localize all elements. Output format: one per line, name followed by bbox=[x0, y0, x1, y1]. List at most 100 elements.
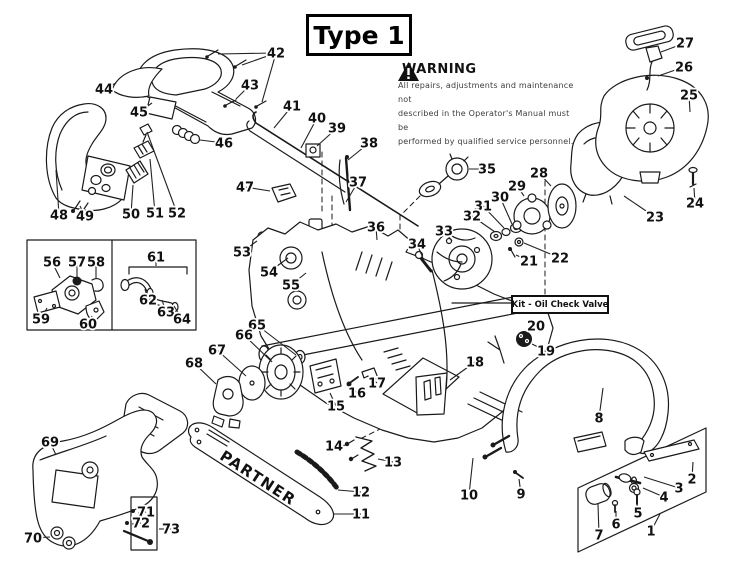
leader-line-55 bbox=[290, 272, 307, 286]
leader-line-41 bbox=[273, 105, 293, 129]
part-label-49: 49 bbox=[76, 210, 94, 225]
part-label-61: 61 bbox=[147, 251, 165, 266]
part-label-18: 18 bbox=[466, 356, 484, 371]
leader-line-48 bbox=[55, 169, 60, 216]
starter-assembly bbox=[595, 25, 709, 188]
part-label-1: 1 bbox=[646, 525, 655, 540]
leader-line-46 bbox=[199, 139, 225, 144]
part-label-53: 53 bbox=[233, 246, 251, 261]
part-label-60: 60 bbox=[79, 318, 97, 333]
leader-line-42 bbox=[261, 52, 277, 103]
leader-line-24 bbox=[693, 187, 696, 204]
leader-line-25 bbox=[688, 94, 691, 113]
part-label-62: 62 bbox=[139, 294, 157, 309]
part-label-59: 59 bbox=[32, 313, 50, 328]
part-label-22: 22 bbox=[551, 252, 569, 267]
part-label-15: 15 bbox=[327, 400, 345, 415]
part-label-56: 56 bbox=[43, 256, 61, 271]
handle-mount-parts bbox=[111, 67, 201, 145]
leader-line-69 bbox=[49, 441, 57, 456]
leader-line-13 bbox=[377, 458, 394, 463]
leader-line-68 bbox=[193, 362, 217, 385]
leader-line-66 bbox=[243, 334, 273, 363]
part-label-10: 10 bbox=[460, 489, 478, 504]
part-label-7: 7 bbox=[594, 529, 603, 544]
leader-line-26 bbox=[657, 66, 685, 77]
part-label-63: 63 bbox=[157, 306, 175, 321]
part-label-5: 5 bbox=[633, 507, 642, 522]
part-label-41: 41 bbox=[283, 100, 301, 115]
part-label-44: 44 bbox=[95, 83, 113, 98]
part-label-26: 26 bbox=[675, 61, 693, 76]
flywheel bbox=[431, 228, 493, 290]
leader-line-22 bbox=[523, 242, 561, 259]
part-label-48: 48 bbox=[50, 209, 68, 224]
warning-heading: WARNING bbox=[402, 62, 477, 77]
leader-line-71 bbox=[137, 511, 147, 514]
part-label-72: 72 bbox=[132, 517, 150, 532]
part-label-66: 66 bbox=[235, 329, 253, 344]
part-label-6: 6 bbox=[611, 518, 620, 533]
leader-line-2 bbox=[691, 461, 694, 480]
part-label-35: 35 bbox=[478, 163, 496, 178]
leader-line-8 bbox=[598, 387, 604, 419]
part-label-34: 34 bbox=[408, 238, 426, 253]
part-label-9: 9 bbox=[516, 488, 525, 503]
leader-line-17 bbox=[370, 377, 378, 384]
leader-line-4 bbox=[642, 487, 665, 498]
leader-line-45 bbox=[138, 102, 153, 113]
leader-line-72 bbox=[131, 522, 142, 525]
leader-line-51 bbox=[149, 158, 156, 214]
part-label-2: 2 bbox=[687, 473, 696, 488]
leader-line-32 bbox=[471, 215, 496, 233]
leader-line-54 bbox=[268, 257, 289, 273]
leader-line-43 bbox=[235, 84, 251, 100]
warning-line-1: All repairs, adjustments and maintenance… bbox=[398, 81, 574, 104]
part-label-71: 71 bbox=[137, 506, 155, 521]
part-label-68: 68 bbox=[185, 357, 203, 372]
throttle-linkage bbox=[246, 111, 419, 227]
part-label-21: 21 bbox=[520, 255, 538, 270]
part-label-8: 8 bbox=[594, 412, 603, 427]
handlebar-mount-hardware bbox=[482, 427, 707, 553]
part-label-37: 37 bbox=[349, 176, 367, 191]
kit-oil-check-valve-label: Kit - Oil Check Valve bbox=[511, 295, 609, 314]
part-label-30: 30 bbox=[491, 191, 509, 206]
leader-line-56 bbox=[51, 261, 61, 279]
part-label-69: 69 bbox=[41, 436, 59, 451]
part-label-52: 52 bbox=[168, 207, 186, 222]
leader-line-36 bbox=[375, 226, 378, 241]
leader-line-59 bbox=[40, 307, 48, 320]
leader-line-52 bbox=[146, 131, 178, 214]
part-label-55: 55 bbox=[282, 279, 300, 294]
part-label-73: 73 bbox=[162, 523, 180, 538]
diagram-title: Type 1 bbox=[313, 20, 405, 50]
leader-line-42 bbox=[241, 52, 277, 66]
chain-brake-parts bbox=[309, 357, 460, 472]
part-label-38: 38 bbox=[360, 137, 378, 152]
part-label-17: 17 bbox=[368, 377, 386, 392]
brake-spring-parts bbox=[125, 123, 155, 184]
leader-line-1 bbox=[650, 513, 661, 532]
part-label-39: 39 bbox=[328, 122, 346, 137]
part-label-40: 40 bbox=[308, 112, 326, 127]
part-label-24: 24 bbox=[686, 197, 704, 212]
part-label-45: 45 bbox=[130, 106, 148, 121]
stop-switch bbox=[271, 183, 297, 203]
leader-line-27 bbox=[660, 42, 686, 53]
diagram-title-box: Type 1 bbox=[306, 14, 412, 56]
oil-pump-inset bbox=[26, 239, 197, 331]
part-label-65: 65 bbox=[248, 319, 266, 334]
part-label-51: 51 bbox=[146, 207, 164, 222]
warning-triangle-icon bbox=[398, 62, 419, 81]
leader-line-63 bbox=[161, 299, 167, 313]
guide-bar-chain bbox=[187, 422, 340, 526]
part-label-11: 11 bbox=[352, 508, 370, 523]
part-label-16: 16 bbox=[348, 387, 366, 402]
leader-line-7 bbox=[597, 503, 600, 536]
part-label-32: 32 bbox=[463, 210, 481, 225]
part-label-57: 57 bbox=[68, 256, 86, 271]
part-label-31: 31 bbox=[474, 200, 492, 215]
